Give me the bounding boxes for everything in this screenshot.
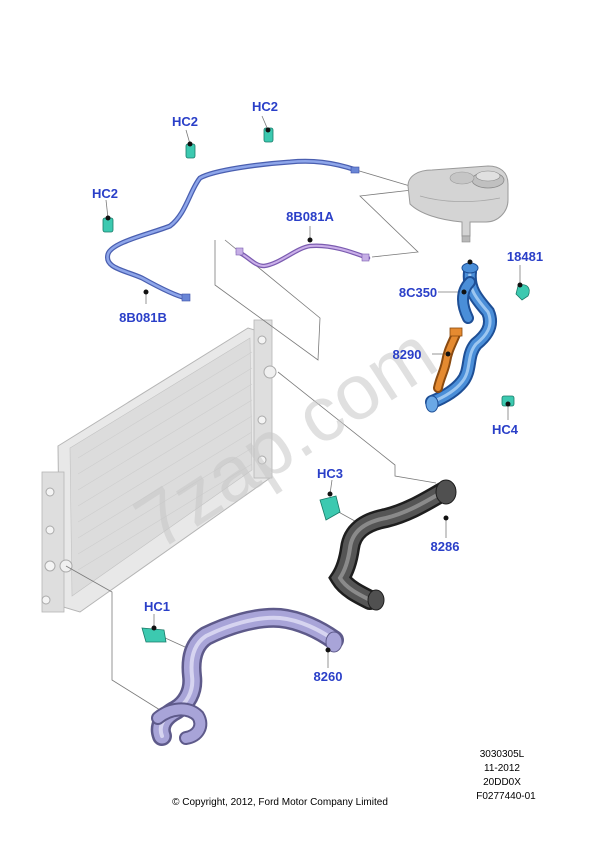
radiator[interactable] xyxy=(41,319,277,613)
label-8b081b[interactable]: 8B081B xyxy=(119,310,167,325)
label-hc1[interactable]: HC1 xyxy=(144,599,170,614)
label-hc2-left[interactable]: HC2 xyxy=(92,186,118,201)
hose-8290[interactable] xyxy=(433,327,463,393)
hose-8c350[interactable] xyxy=(425,262,498,413)
label-hc2-top[interactable]: HC2 xyxy=(252,99,278,114)
label-8c350[interactable]: 8C350 xyxy=(399,285,437,300)
hose-8286[interactable] xyxy=(328,479,457,611)
leader-lines xyxy=(65,115,521,711)
drawing-date: 11-2012 xyxy=(484,763,520,774)
drawing-number: 3030305L xyxy=(480,749,525,760)
hose-8260[interactable] xyxy=(150,607,344,746)
clip-18481[interactable] xyxy=(515,284,530,301)
clip-hc2-top[interactable] xyxy=(263,127,274,143)
expansion-tank[interactable] xyxy=(407,165,509,243)
clip-hc2-mid[interactable] xyxy=(185,141,196,159)
leader-dots xyxy=(143,237,523,653)
label-18481[interactable]: 18481 xyxy=(507,249,543,264)
label-8260[interactable]: 8260 xyxy=(314,669,343,684)
clip-hc4[interactable] xyxy=(501,395,515,407)
vent-pipe-8b081a[interactable] xyxy=(235,243,371,269)
drawing-code: 20DD0X xyxy=(483,777,521,788)
label-hc4[interactable]: HC4 xyxy=(492,422,519,437)
vent-pipe-8b081b[interactable] xyxy=(105,158,360,302)
label-hc3[interactable]: HC3 xyxy=(317,466,343,481)
drawing-ref: F0277440-01 xyxy=(476,791,536,802)
copyright-notice: © Copyright, 2012, Ford Motor Company Li… xyxy=(172,797,388,808)
label-8b081a[interactable]: 8B081A xyxy=(286,209,334,224)
label-8290[interactable]: 8290 xyxy=(393,347,422,362)
label-8286[interactable]: 8286 xyxy=(431,539,460,554)
clip-hc2-left[interactable] xyxy=(102,215,114,233)
clip-hc1[interactable] xyxy=(141,625,167,643)
label-hc2-mid[interactable]: HC2 xyxy=(172,114,198,129)
clip-hc3[interactable] xyxy=(319,491,341,521)
